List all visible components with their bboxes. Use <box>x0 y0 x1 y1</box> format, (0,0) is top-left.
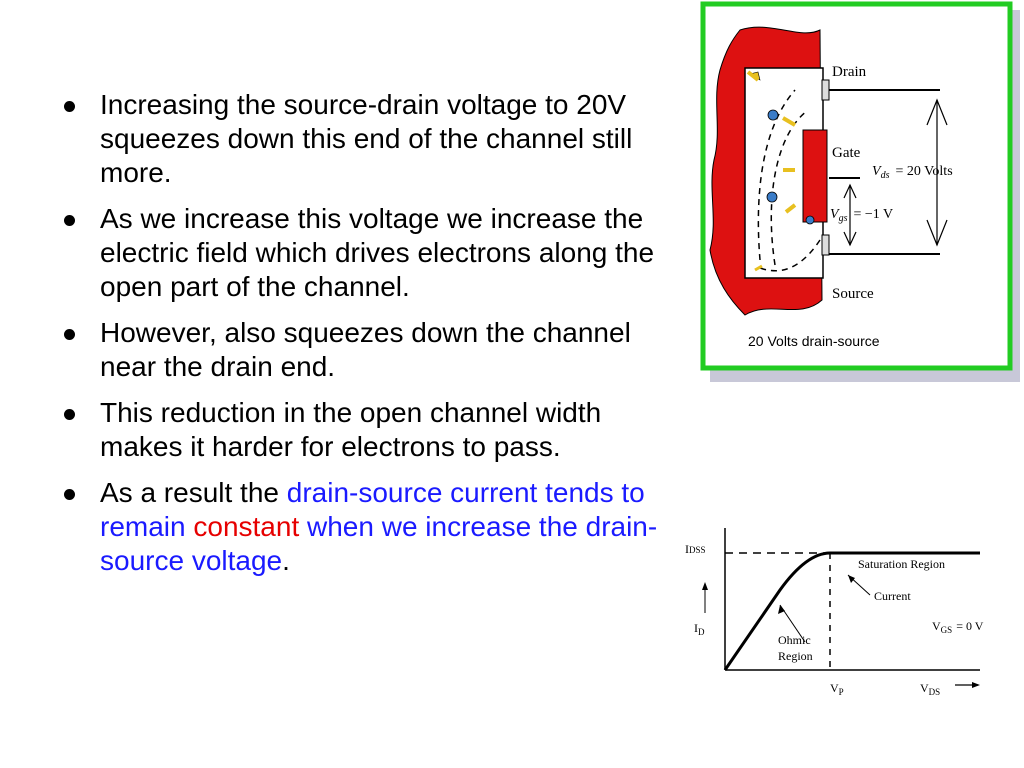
bullet-text: This reduction in the open channel width… <box>100 397 602 462</box>
source-label: Source <box>832 286 874 302</box>
vgs-label: VGS= 0 V <box>932 619 984 635</box>
bullet-text-highlight: drain-source current tends to remain <box>100 477 645 542</box>
ohmic-label-line1: Ohmic <box>778 633 811 647</box>
bullet-text-emphasis: constant <box>193 511 300 542</box>
current-label: Current <box>874 589 911 603</box>
field-arrow-shaft <box>754 264 763 272</box>
depletion-boundary-2 <box>770 109 809 266</box>
id-curve <box>723 551 980 671</box>
bullet-text-part1: As a result the <box>100 477 287 508</box>
bullet-item: As we increase this voltage we increase … <box>62 202 686 304</box>
bullet-list: Increasing the source-drain voltage to 2… <box>62 88 686 590</box>
gate-region <box>802 129 828 223</box>
bullet-item: However, also squeezes down the channel … <box>62 316 686 384</box>
vds-arrow-head <box>972 682 980 688</box>
electron <box>766 191 778 203</box>
vds-arrow-head-up <box>926 98 948 126</box>
vgs-label: Vgs= −1 V <box>830 207 893 224</box>
bullet-item: This reduction in the open channel width… <box>62 396 686 464</box>
id-label: ID <box>694 621 705 637</box>
bullet-dot <box>64 489 75 500</box>
bullet-text: As we increase this voltage we increase … <box>100 203 655 302</box>
bullet-text-highlight-2: when we increase the drain-source voltag… <box>100 511 658 576</box>
bullet-dot <box>64 409 75 420</box>
ohmic-pointer-head <box>778 605 785 614</box>
bullet-dot <box>64 329 75 340</box>
ohmic-label-line2: Region <box>778 649 813 663</box>
vds-label: Vds= 20 Volts <box>872 164 953 181</box>
vds-arrow-head-down <box>926 219 948 247</box>
vds-label: VDS <box>920 681 940 697</box>
current-pointer-head <box>848 575 855 583</box>
electron <box>767 109 779 121</box>
bullet-dot <box>64 101 75 112</box>
bullet-text: Increasing the source-drain voltage to 2… <box>100 89 633 188</box>
drain-contact <box>821 79 830 101</box>
vgs-arrow-head-up <box>843 183 857 199</box>
field-arrow-shaft <box>784 203 797 214</box>
bullet-item: Increasing the source-drain voltage to 2… <box>62 88 686 190</box>
depletion-boundary <box>757 89 796 261</box>
bullet-dot <box>64 215 75 226</box>
field-arrow-shaft <box>746 70 760 82</box>
electron <box>805 215 815 225</box>
depletion-boundary-3 <box>759 239 821 272</box>
saturation-label: Saturation Region <box>858 557 945 571</box>
id-arrow-head <box>702 582 708 590</box>
bullet-text-end: . <box>282 545 290 576</box>
idss-label: IDSS <box>685 542 706 556</box>
figure-caption: 20 Volts drain-source <box>748 333 880 349</box>
field-arrow-shaft <box>781 116 797 127</box>
characteristic-curve: IDSS ID Saturation Region Current VGS= 0… <box>685 528 984 697</box>
bullet-item: As a result the drain-source current ten… <box>62 476 686 578</box>
jfet-diagram: Drain Gate Source Vds= 20 Volts Vgs= −1 … <box>700 1 1020 382</box>
vp-label: VP <box>830 681 844 697</box>
gate-label: Gate <box>832 145 861 161</box>
bullet-text: However, also squeezes down the channel … <box>100 317 631 382</box>
vgs-arrow-head-down <box>843 231 857 247</box>
drain-label: Drain <box>832 64 867 80</box>
source-contact <box>821 234 830 256</box>
